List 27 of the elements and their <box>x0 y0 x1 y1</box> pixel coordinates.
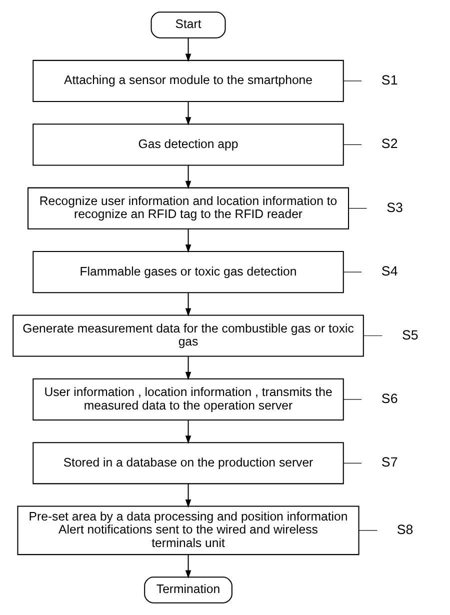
arrow <box>184 229 191 253</box>
node-box: Termination <box>144 576 232 604</box>
arrow <box>184 292 191 316</box>
arrow <box>184 420 191 444</box>
node-label: S7 <box>380 454 398 470</box>
arrow <box>184 356 191 380</box>
arrow <box>184 166 191 190</box>
node-label: S3 <box>386 200 402 215</box>
node-box: Attaching a sensor module to the smartphone <box>32 60 344 102</box>
arrow <box>184 102 191 126</box>
arrow <box>184 554 191 578</box>
node-label: S8 <box>396 522 413 537</box>
node-box: Pre-set area by a data processing and position information Alert notifications sent to the wired and wireless terminals unit <box>16 506 359 556</box>
node-box: Flammable gases or toxic gas detection <box>32 251 344 294</box>
node-label: S1 <box>380 72 398 88</box>
node-label: S5 <box>401 327 418 342</box>
node-box: Gas detection app <box>32 124 344 166</box>
arrow <box>184 38 191 62</box>
node-label: S4 <box>380 264 398 279</box>
arrow <box>184 484 191 508</box>
node-box: Recognize user information and location information to recognize an RFID tag to the RFID reader <box>27 187 349 230</box>
node-label: S2 <box>380 136 398 152</box>
node-box: Stored in a database on the production server <box>32 442 344 484</box>
node-box: Generate measurement data for the combustible gas or toxic gas <box>12 314 364 357</box>
node-box: User information , location information , transmits the measured data to the operation server <box>32 378 344 420</box>
node-box: Start <box>150 12 226 38</box>
node-label: S6 <box>380 390 398 406</box>
